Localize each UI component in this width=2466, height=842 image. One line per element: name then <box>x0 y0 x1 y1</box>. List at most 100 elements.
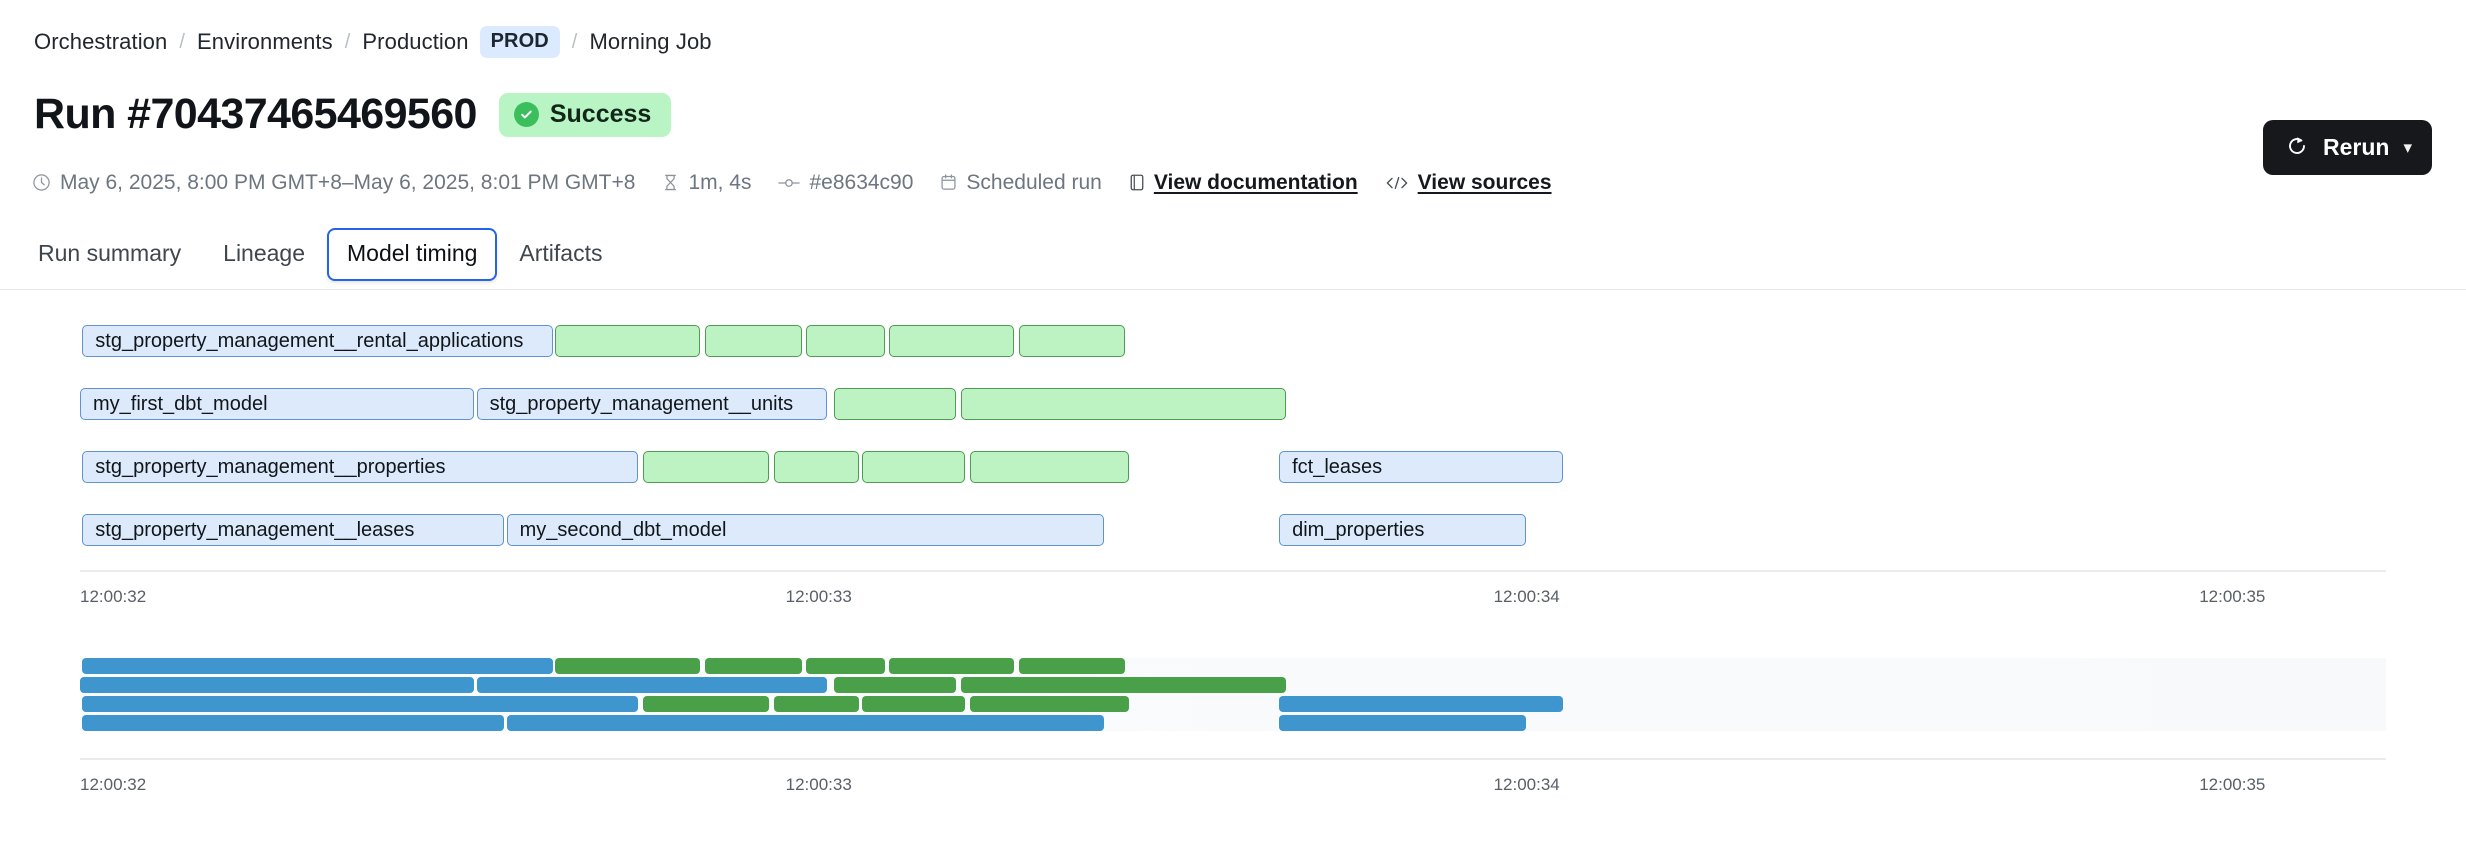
meta-timerange-text: May 6, 2025, 8:00 PM GMT+8–May 6, 2025, … <box>60 171 636 194</box>
clock-icon <box>32 173 51 192</box>
gantt-bar-execution[interactable] <box>642 451 770 483</box>
gantt-bar-label: my_first_dbt_model <box>93 393 268 415</box>
overview-row <box>80 715 2386 731</box>
overview-bar-exec[interactable] <box>889 658 1014 674</box>
overview-bar-exec[interactable] <box>970 696 1130 712</box>
view-documentation-link[interactable]: View documentation <box>1153 171 1358 194</box>
gantt-bar-execution[interactable] <box>889 325 1014 357</box>
axis-tick-label: 12:00:34 <box>1493 587 1560 606</box>
check-circle-icon <box>513 101 539 127</box>
breadcrumb-item-orchestration[interactable]: Orchestration <box>34 29 168 54</box>
gantt-bar-execution[interactable] <box>555 325 701 357</box>
breadcrumb-item-environments[interactable]: Environments <box>197 29 333 54</box>
meta-item-duration: 1m, 4s <box>662 170 751 195</box>
tab-model-timing[interactable]: Model timing <box>327 228 498 281</box>
overview-row <box>80 658 2386 674</box>
gantt-row: stg_property_management__properties fct_l… <box>80 451 2386 483</box>
model-timing-gantt[interactable]: stg_property_management__rental_applicat… <box>80 325 2386 546</box>
meta-item-view-sources[interactable]: View sources <box>1385 170 1552 195</box>
overview-row <box>80 677 2386 693</box>
overview-bar-model[interactable] <box>80 677 475 693</box>
overview-axis-line <box>80 758 2386 760</box>
gantt-bar-label: stg_property_management__units <box>489 393 794 415</box>
gantt-bar-label: fct_leases <box>1292 456 1383 478</box>
axis-tick-label: 12:00:32 <box>80 775 147 794</box>
overview-bar-model[interactable] <box>82 658 553 674</box>
breadcrumb-separator: / <box>571 30 578 53</box>
breadcrumb: Orchestration / Environments / Productio… <box>34 26 712 58</box>
book-icon <box>1129 173 1145 192</box>
overview-bar-exec[interactable] <box>642 696 770 712</box>
gantt-bar-execution[interactable] <box>704 325 802 357</box>
view-sources-link[interactable]: View sources <box>1417 171 1552 194</box>
calendar-icon <box>940 173 957 192</box>
overview-bar-model[interactable] <box>82 715 505 731</box>
commit-icon <box>778 176 801 190</box>
gantt-bar-execution[interactable] <box>861 451 966 483</box>
gantt-bar-stg_property_management__rental_applications[interactable]: stg_property_management__rental_applicat… <box>82 325 553 357</box>
gantt-bar-label: stg_property_management__leases <box>95 519 415 541</box>
chevron-down-icon[interactable]: ▾ <box>2403 138 2412 157</box>
gantt-axis-line <box>80 570 2386 572</box>
gantt-bar-my_first_dbt_model[interactable]: my_first_dbt_model <box>80 388 475 420</box>
model-timing-overview[interactable] <box>80 658 2386 731</box>
gantt-row: stg_property_management__rental_applicat… <box>80 325 2386 357</box>
code-icon <box>1385 175 1409 191</box>
gantt-bar-fct_leases[interactable]: fct_leases <box>1279 451 1563 483</box>
status-badge: Success <box>498 92 672 137</box>
meta-item-timerange: May 6, 2025, 8:00 PM GMT+8–May 6, 2025, … <box>32 170 635 195</box>
axis-tick-label: 12:00:35 <box>2199 587 2266 606</box>
tab-run-summary[interactable]: Run summary <box>38 240 182 266</box>
tab-bar: Run summary Lineage Model timing Artifac… <box>18 228 622 281</box>
overview-bar-exec[interactable] <box>1018 658 1125 674</box>
overview-bar-exec[interactable] <box>704 658 802 674</box>
gantt-bar-execution[interactable] <box>1018 325 1125 357</box>
breadcrumb-item-morning-job[interactable]: Morning Job <box>589 29 712 54</box>
overview-bar-exec[interactable] <box>861 696 966 712</box>
breadcrumb-separator: / <box>179 30 186 53</box>
axis-tick-label: 12:00:33 <box>785 775 852 794</box>
gantt-bar-execution[interactable] <box>774 451 860 483</box>
gantt-bar-label: dim_properties <box>1292 519 1425 541</box>
breadcrumb-separator: / <box>344 30 351 53</box>
gantt-bar-label: stg_property_management__properties <box>95 456 446 478</box>
overview-bar-exec[interactable] <box>834 677 957 693</box>
breadcrumb-item-production[interactable]: Production <box>362 29 469 54</box>
gantt-bar-execution[interactable] <box>834 388 957 420</box>
meta-commit-text: #e8634c90 <box>809 171 914 194</box>
gantt-row: stg_property_management__leases my_second… <box>80 514 2386 546</box>
gantt-bar-dim_properties[interactable]: dim_properties <box>1279 514 1526 546</box>
tab-artifacts[interactable]: Artifacts <box>519 240 603 266</box>
gantt-bar-label: stg_property_management__rental_applicat… <box>95 330 524 352</box>
gantt-bar-label: my_second_dbt_model <box>519 519 727 541</box>
page-title: Run #70437465469560 <box>34 90 477 138</box>
overview-bar-exec[interactable] <box>555 658 701 674</box>
overview-bar-model[interactable] <box>506 715 1104 731</box>
overview-bar-model[interactable] <box>476 677 828 693</box>
gantt-bar-my_second_dbt_model[interactable]: my_second_dbt_model <box>506 514 1104 546</box>
meta-item-view-documentation[interactable]: View documentation <box>1129 170 1358 195</box>
gantt-bar-stg_property_management__properties[interactable]: stg_property_management__properties <box>82 451 639 483</box>
meta-duration-text: 1m, 4s <box>688 171 752 194</box>
overview-bar-exec[interactable] <box>960 677 1287 693</box>
tab-bar-divider <box>0 289 2466 290</box>
tab-lineage[interactable]: Lineage <box>223 240 306 266</box>
gantt-bar-stg_property_management__units[interactable]: stg_property_management__units <box>476 388 828 420</box>
overview-bar-model[interactable] <box>1279 696 1563 712</box>
rerun-button[interactable]: Rerun ▾ <box>2263 120 2432 175</box>
environment-chip-prod: PROD <box>479 26 560 58</box>
overview-bar-exec[interactable] <box>806 658 885 674</box>
overview-bar-model[interactable] <box>1279 715 1526 731</box>
axis-tick-label: 12:00:34 <box>1493 775 1560 794</box>
gantt-bar-execution[interactable] <box>970 451 1130 483</box>
gantt-bar-stg_property_management__leases[interactable]: stg_property_management__leases <box>82 514 505 546</box>
axis-tick-label: 12:00:35 <box>2199 775 2266 794</box>
gantt-bar-execution[interactable] <box>960 388 1287 420</box>
meta-item-trigger: Scheduled run <box>940 170 1102 195</box>
overview-bar-model[interactable] <box>82 696 639 712</box>
overview-bar-exec[interactable] <box>774 696 860 712</box>
run-metadata: May 6, 2025, 8:00 PM GMT+8–May 6, 2025, … <box>32 170 1552 195</box>
refresh-icon <box>2285 134 2309 161</box>
gantt-bar-execution[interactable] <box>806 325 885 357</box>
